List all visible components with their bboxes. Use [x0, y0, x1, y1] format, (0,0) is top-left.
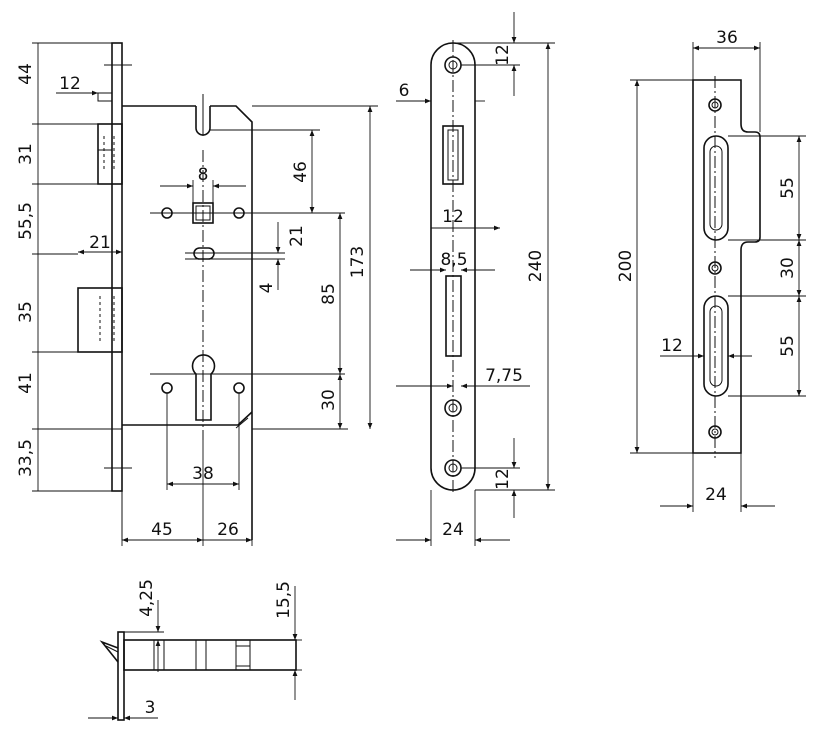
side-dimensions: 4,25 15,5 3: [88, 579, 302, 721]
dim-21-latch: 21: [89, 233, 111, 253]
dim-44: 44: [16, 63, 36, 85]
dim-8-5: 8,5: [440, 250, 467, 270]
dim-30-front: 30: [319, 389, 339, 411]
dim-12-latch: 12: [442, 207, 464, 227]
dim-35: 35: [16, 301, 36, 323]
upper-slot: [703, 135, 729, 241]
dim-21-oval: 21: [287, 225, 307, 247]
side-view: [99, 631, 297, 721]
dim-45: 45: [151, 520, 173, 540]
side-body: [123, 639, 297, 671]
dim-12-top: 12: [493, 44, 513, 66]
screw-hole: [233, 382, 245, 394]
dim-8: 8: [198, 165, 209, 185]
dim-24-face: 24: [442, 520, 464, 540]
dim-36: 36: [716, 28, 738, 48]
strike-plate-outline: [692, 79, 761, 454]
dim-3: 3: [145, 698, 156, 718]
dim-55-lower: 55: [778, 335, 798, 357]
dim-240: 240: [526, 250, 546, 282]
dim-15-5: 15,5: [274, 581, 294, 619]
strike-plate: [692, 76, 761, 458]
dim-33-5: 33,5: [16, 439, 36, 477]
dead-bolt: [77, 287, 123, 353]
dim-12: 12: [59, 74, 81, 94]
dim-200: 200: [616, 250, 636, 282]
dim-41: 41: [16, 372, 36, 394]
dim-24-strike: 24: [705, 485, 727, 505]
side-faceplate: [117, 631, 125, 721]
dim-46: 46: [291, 161, 311, 183]
lock-case: [122, 105, 253, 540]
dim-4-25: 4,25: [137, 579, 157, 617]
dim-30-strike: 30: [778, 257, 798, 279]
dim-173: 173: [348, 246, 368, 278]
dim-6: 6: [399, 81, 410, 101]
latch-tip: [99, 640, 119, 663]
latch-bolt: [97, 123, 123, 185]
dim-12-strike: 12: [661, 336, 683, 356]
screw-hole: [161, 382, 173, 394]
dim-26: 26: [217, 520, 239, 540]
front-dimensions: 44 31 55,5 35 41 33,5 12 21 8 46 21 4 85…: [16, 42, 378, 546]
screw-hole: [233, 207, 245, 219]
dim-55-5: 55,5: [16, 202, 36, 240]
front-faceplate: [111, 42, 123, 492]
dim-85: 85: [319, 283, 339, 305]
dim-7-75: 7,75: [485, 366, 523, 386]
dim-55-upper: 55: [778, 177, 798, 199]
strike-dimensions: 36 200 55 30 55 12 24: [616, 28, 806, 512]
lower-slot: [703, 295, 729, 397]
screw-hole: [161, 207, 173, 219]
dim-12-bottom: 12: [493, 468, 513, 490]
lower-rail: [122, 411, 253, 426]
dim-4: 4: [257, 283, 277, 294]
dim-31: 31: [16, 143, 36, 165]
faceplate-dimensions: 12 6 12 8,5 7,75 240 12 24: [396, 12, 555, 546]
